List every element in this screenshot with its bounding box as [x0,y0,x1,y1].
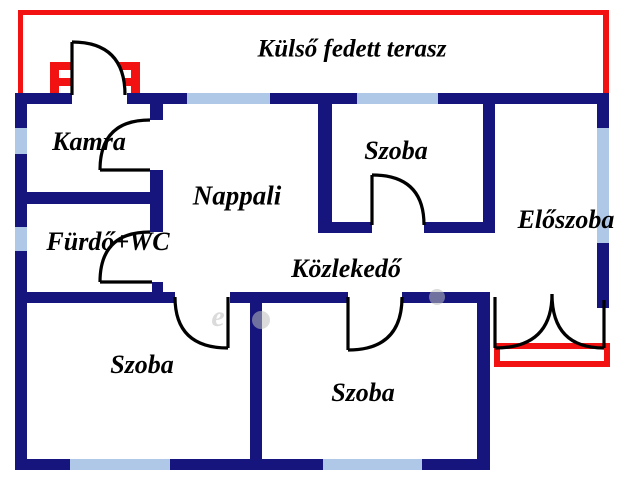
entrance-steps-bottom [494,361,610,367]
watermark-glyph: e [211,300,225,333]
wall-kamra-right-upper [150,104,163,120]
door-room-top-line-1 [371,173,426,226]
window-left-furdo [15,227,27,251]
label-corridor: Közlekedő [291,254,401,283]
terrace-steps-right [131,62,140,95]
door-room-mid-line-1 [347,296,404,352]
terrace-border-left [18,10,23,95]
door-terrace-line-1 [71,40,127,96]
window-bottom-szoba-left [70,459,170,470]
label-living-room: Nappali [192,180,282,211]
window-right-eloszoba [597,128,609,243]
wall-corridor-south-2 [230,292,348,303]
entrance-steps-top [494,343,610,349]
label-bathroom: Fürdő+WC [46,227,170,256]
door-bathroom [98,230,152,284]
door-bathroom-line-1 [98,230,151,283]
door-kamra [98,118,151,172]
terrace-steps-left [50,62,59,95]
door-room-left [173,296,230,350]
wall-left [15,93,27,470]
door-room-top [370,173,426,226]
label-pantry: Kamra [52,127,126,156]
window-left-kamra [15,128,27,154]
wall-top-left [15,93,72,104]
door-room-left-line-1 [173,296,229,350]
window-top-szoba [357,93,438,104]
label-room-left: Szoba [110,350,174,379]
label-entrance-hall: Előszoba [517,205,615,234]
door-room-mid-swing-area [348,297,402,350]
door-room-top-swing-area [372,175,424,225]
wall-room-top-left [318,104,332,232]
watermark-disc-0 [252,311,270,329]
wall-room-top-right [483,104,495,233]
wall-room-top-south-1 [318,222,372,233]
terrace-border-right [603,10,609,93]
wall-kamra-bottom [15,192,163,204]
entrance-steps-left [494,343,500,367]
door-entrance-double-line-2 [494,293,554,350]
door-terrace [70,40,127,96]
label-room-middle: Szoba [331,378,395,407]
wall-corridor-south-3 [402,292,490,303]
wall-rooms-divider [250,303,262,459]
label-terrace: Külső fedett terasz [257,35,447,63]
door-entrance-double [493,293,606,350]
wall-room-mid-right [477,292,490,470]
entrance-steps-right [604,343,610,367]
wall-room-top-south-2 [424,222,495,233]
wall-bottom [15,459,490,470]
label-room-top: Szoba [364,136,428,165]
door-entrance-double-line-3 [550,293,605,350]
door-room-mid [346,296,404,352]
window-bottom-szoba-mid [323,459,422,470]
door-kamra-line-1 [98,118,151,171]
terrace-border-top [18,10,609,15]
door-terrace-swing-area [72,42,125,95]
window-top-nappali [187,93,270,104]
watermark-disc-1 [429,289,445,305]
wall-corridor-south-1 [15,292,175,303]
